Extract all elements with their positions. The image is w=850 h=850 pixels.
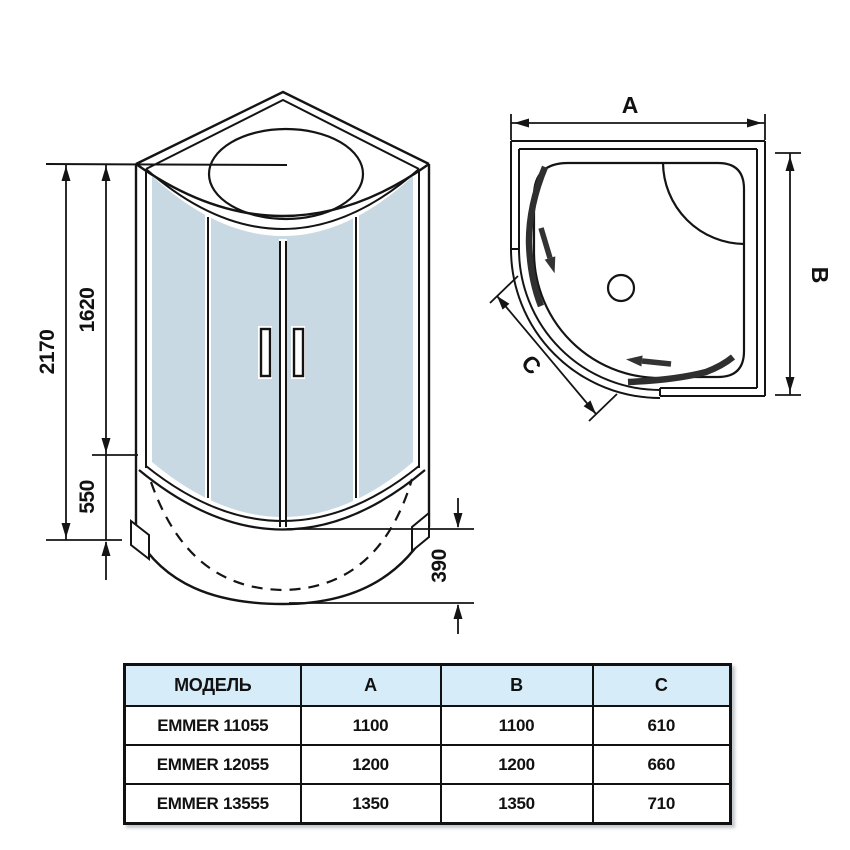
arrow-head [544, 256, 556, 274]
dim-line-C [496, 295, 597, 415]
dim-label-C: C [516, 350, 546, 380]
door-slide-arrow-icon [538, 227, 556, 274]
tray-inner-rim-dashed [149, 478, 414, 592]
door-slide-arrow-icon [626, 355, 672, 367]
cell-model: EMMER 11055 [123, 705, 302, 746]
cell-a: 1350 [299, 783, 442, 825]
cell-a: 1200 [299, 744, 442, 785]
arrow-shaft [641, 358, 672, 367]
cell-c: 660 [591, 744, 732, 785]
drain-circle [606, 273, 636, 303]
arrowhead [514, 118, 529, 128]
top-view-dimensions: A B C [489, 92, 833, 422]
ext-line-C-bottom [588, 393, 618, 422]
cell-a: 1100 [299, 705, 442, 746]
sliding-door-panel-bottom [627, 354, 736, 386]
roof-inner-edge [145, 98, 420, 170]
tray-front-edge [134, 526, 431, 606]
table-row: EMMER 13555 1350 1350 710 [123, 783, 732, 825]
door-bottom-frame-inner [145, 465, 420, 522]
dome-radius-line [45, 163, 288, 166]
front-view-drawing [45, 90, 431, 606]
dim-label-A: A [622, 92, 639, 118]
model-spec-table: МОДЕЛЬ A B C EMMER 11055 1100 1100 610 E… [123, 663, 732, 825]
arrowhead [785, 377, 795, 392]
arrowhead [101, 166, 111, 181]
arrow-head [626, 355, 643, 367]
arrowhead [61, 166, 71, 181]
wall-left-stub [510, 141, 520, 250]
cell-c: 710 [591, 783, 732, 825]
arrowhead [785, 156, 795, 171]
roof-dome [207, 127, 365, 221]
corner-seat [661, 162, 745, 246]
header-a: A [299, 663, 442, 707]
door-handle-right [292, 327, 305, 378]
cell-b: 1100 [439, 705, 594, 746]
cell-b: 1200 [439, 744, 594, 785]
cell-b: 1350 [439, 783, 594, 825]
arrowhead [497, 296, 510, 310]
arrow-shaft [538, 227, 553, 259]
arrowhead [583, 400, 596, 414]
dim-glass-height: 1620 [76, 288, 99, 333]
header-b: B [439, 663, 594, 707]
arrowhead [61, 523, 71, 538]
arrowhead [747, 118, 762, 128]
technical-drawing: 2170 1620 550 390 [36, 90, 833, 634]
cell-model: EMMER 13555 [123, 783, 302, 825]
arrowhead [453, 513, 463, 528]
tray-rim [532, 161, 746, 380]
dim-label-B: B [807, 267, 833, 284]
ext-line-C-top [489, 275, 519, 304]
table-row: EMMER 11055 1100 1100 610 [123, 705, 732, 746]
front-track-inner [518, 248, 661, 391]
dim-total-height: 2170 [36, 330, 59, 375]
table-header-row: МОДЕЛЬ A B C [123, 663, 732, 707]
top-view-drawing [510, 140, 766, 399]
cell-model: EMMER 12055 [123, 744, 302, 785]
sliding-door-panel-left [525, 165, 548, 308]
header-c: C [591, 663, 732, 707]
dim-tray-depth: 390 [428, 549, 451, 583]
arrowhead [101, 541, 111, 556]
tray-foot-left [130, 518, 150, 562]
roof-cornice-outer [135, 163, 430, 218]
door-handle-left [259, 327, 272, 378]
arrowhead [453, 604, 463, 619]
tray-foot-right [411, 510, 430, 554]
front-track-outer [510, 248, 661, 399]
front-view-dimensions: 2170 1620 550 390 [36, 164, 474, 634]
wall-bottom-stub [659, 387, 765, 397]
cell-c: 610 [591, 705, 732, 746]
door-bottom-frame-outer [138, 469, 426, 531]
table-row: EMMER 12055 1200 1200 660 [123, 744, 732, 785]
roof-outer-edge [135, 90, 430, 166]
arrowhead [101, 438, 111, 453]
header-model: МОДЕЛЬ [123, 663, 302, 707]
dim-tray-height: 550 [76, 480, 99, 514]
roof-cornice-inner [145, 168, 420, 230]
